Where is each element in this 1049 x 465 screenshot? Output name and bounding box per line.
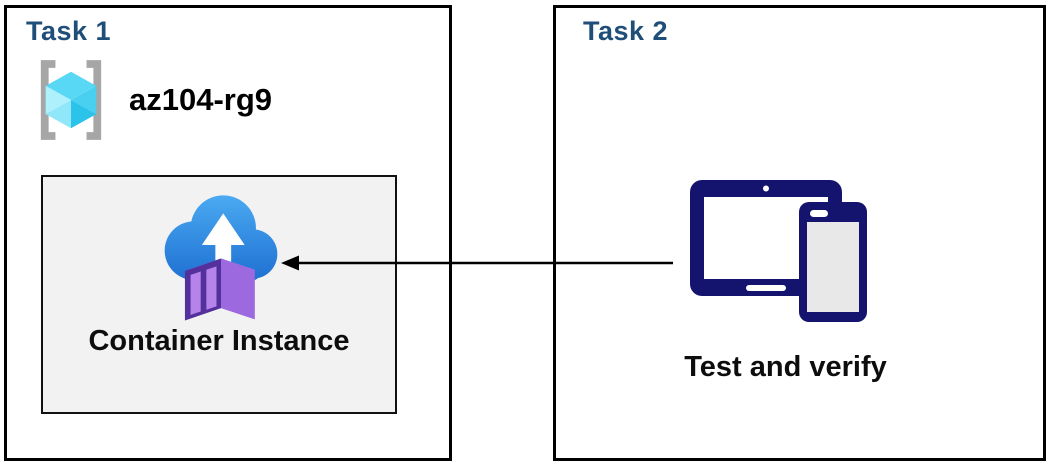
task2-title: Task 2 bbox=[583, 16, 669, 46]
resource-group-name: az104-rg9 bbox=[129, 82, 273, 117]
container-instance-card: Container Instance bbox=[41, 175, 397, 414]
container-instance-label: Container Instance bbox=[88, 325, 350, 357]
task1-title: Task 1 bbox=[26, 16, 112, 46]
task2-box: Task 2 Test and verify bbox=[553, 5, 1046, 461]
container-instance-icon bbox=[164, 195, 278, 321]
test-verify-label: Test and verify bbox=[684, 351, 887, 383]
devices-icon bbox=[690, 180, 867, 322]
resource-group: az104-rg9 bbox=[35, 60, 272, 140]
task1-box: Task 1 az104-rg9 bbox=[4, 5, 452, 461]
resource-group-icon bbox=[40, 60, 102, 140]
